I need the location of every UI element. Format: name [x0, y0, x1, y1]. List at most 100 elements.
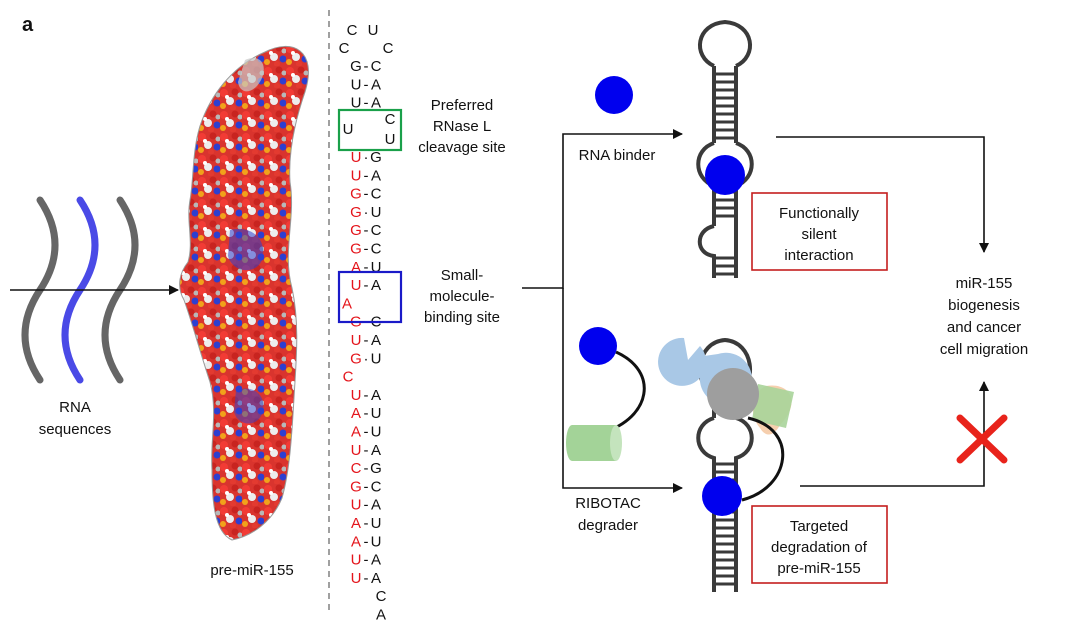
nucleotide-right: A — [371, 95, 381, 112]
outcome-label-2: biogenesis — [948, 297, 1020, 314]
bulge-nucleotide: U — [343, 121, 354, 138]
nucleotide-left: A — [351, 533, 361, 550]
base-pair-symbol: - — [364, 241, 369, 258]
binding-site-label-3: binding site — [424, 309, 500, 326]
nucleotide-right: U — [371, 204, 382, 221]
ribotac-binder-icon — [579, 327, 617, 365]
nucleotide-right: A — [371, 332, 381, 349]
base-pair-symbol: - — [364, 186, 369, 203]
base-pair-symbol: - — [364, 58, 369, 75]
targeted-degradation-box — [751, 505, 888, 584]
nucleotide-right: A — [371, 497, 381, 514]
loop-nucleotide: C — [339, 40, 350, 57]
rna-sequences-label-2: sequences — [39, 421, 112, 438]
inhibited-arrow — [800, 381, 989, 487]
base-pair-symbol: - — [364, 515, 369, 532]
loop-nucleotide: C — [347, 22, 358, 39]
nucleotide-left: U — [351, 570, 362, 587]
degradation-box-line-3: pre-miR-155 — [777, 560, 860, 577]
base-pair-symbol: - — [364, 76, 369, 93]
bulge-nucleotide: C — [385, 111, 396, 128]
free-binder-icon — [595, 76, 633, 114]
nucleotide-right: U — [371, 533, 382, 550]
rnase-site-label-2: RNase L — [433, 118, 491, 135]
nucleotide-right: C — [371, 186, 382, 203]
nucleotide-left: U — [351, 76, 362, 93]
binding-site-label-1: Small- — [441, 267, 484, 284]
nucleotide-left: A — [351, 259, 361, 276]
outcome-label-1: miR-155 — [956, 275, 1013, 292]
pre-mir-155-label: pre-miR-155 — [210, 562, 293, 579]
rna-sequences-label-1: RNA — [59, 399, 91, 416]
nucleotide-left: U — [351, 95, 362, 112]
base-pair-symbol: - — [364, 332, 369, 349]
silent-box-line-3: interaction — [784, 247, 853, 264]
binding-site-box — [337, 270, 403, 324]
nucleotide-left: U — [351, 149, 362, 166]
base-pair-symbol: - — [364, 478, 369, 495]
nucleotide-right: A — [371, 570, 381, 587]
nucleotide-left: A — [351, 405, 361, 422]
base-pair-symbol: - — [364, 552, 369, 569]
single-nucleotide: C — [343, 369, 354, 386]
nucleotide-right: A — [371, 277, 381, 294]
base-pair-symbol: · — [364, 149, 369, 166]
nucleotide-right: A — [371, 552, 381, 569]
base-pair-symbol: - — [364, 424, 369, 441]
silent-box-line-1: Functionally — [779, 205, 860, 222]
nucleotide-right: A — [371, 167, 381, 184]
base-pair-symbol: - — [364, 460, 369, 477]
base-pair-symbol: - — [364, 167, 369, 184]
bulge-nucleotide: A — [342, 295, 352, 312]
base-pair-symbol: - — [364, 405, 369, 422]
silent-box-line-2: silent — [801, 226, 837, 243]
outcome-label-3: and cancer — [947, 319, 1021, 336]
ribotac-label-1: RIBOTAC — [575, 495, 641, 512]
ribotac-linker — [603, 350, 646, 434]
nucleotide-left: U — [351, 442, 362, 459]
hairpin-top — [696, 19, 754, 278]
nucleotide-left: G — [350, 222, 362, 239]
nucleotide-right: C — [371, 58, 382, 75]
nucleotide-left: G — [350, 350, 362, 367]
nucleotide-right: A — [371, 387, 381, 404]
base-pair-symbol: - — [364, 259, 369, 276]
nucleotide-left: U — [351, 167, 362, 184]
base-pair-symbol: · — [364, 350, 369, 367]
base-pair-symbol: - — [364, 442, 369, 459]
base-pair-symbol: · — [364, 204, 369, 221]
base-pair-symbol: - — [364, 387, 369, 404]
rnase-site-label-1: Preferred — [431, 97, 494, 114]
pre-mir-155-structure-image — [179, 45, 309, 541]
rnase-site-label-3: cleavage site — [418, 139, 506, 156]
nucleotide-right: U — [371, 350, 382, 367]
nucleotide-right: G — [370, 149, 382, 166]
nucleotide-right: U — [371, 424, 382, 441]
tail-nucleotide: C — [376, 588, 387, 605]
nucleotide-left: G — [350, 241, 362, 258]
rnase-l-complex-icon — [658, 337, 794, 435]
inhibition-x-icon — [956, 414, 1008, 464]
panel-label: a — [22, 14, 34, 36]
rnase-site-box — [337, 108, 403, 152]
loop-nucleotide: U — [368, 22, 379, 39]
biogenesis-arrow — [776, 136, 989, 253]
nucleotide-left: G — [350, 58, 362, 75]
nucleotide-right: C — [371, 478, 382, 495]
nucleotide-left: G — [350, 186, 362, 203]
nucleotide-left: U — [351, 497, 362, 514]
nucleotide-right: A — [371, 76, 381, 93]
base-pair-symbol: - — [364, 533, 369, 550]
branch-arrows — [522, 129, 683, 493]
functionally-silent-box — [751, 192, 888, 271]
nucleotide-left: U — [351, 387, 362, 404]
base-pair-symbol: - — [364, 222, 369, 239]
base-pair-symbol: - — [364, 277, 369, 294]
nucleotide-right: C — [371, 222, 382, 239]
nucleotide-right: U — [371, 259, 382, 276]
base-pair-symbol: - — [364, 95, 369, 112]
base-pair-symbol: - — [364, 570, 369, 587]
bound-binder-icon — [705, 155, 745, 195]
nucleotide-left: A — [351, 424, 361, 441]
